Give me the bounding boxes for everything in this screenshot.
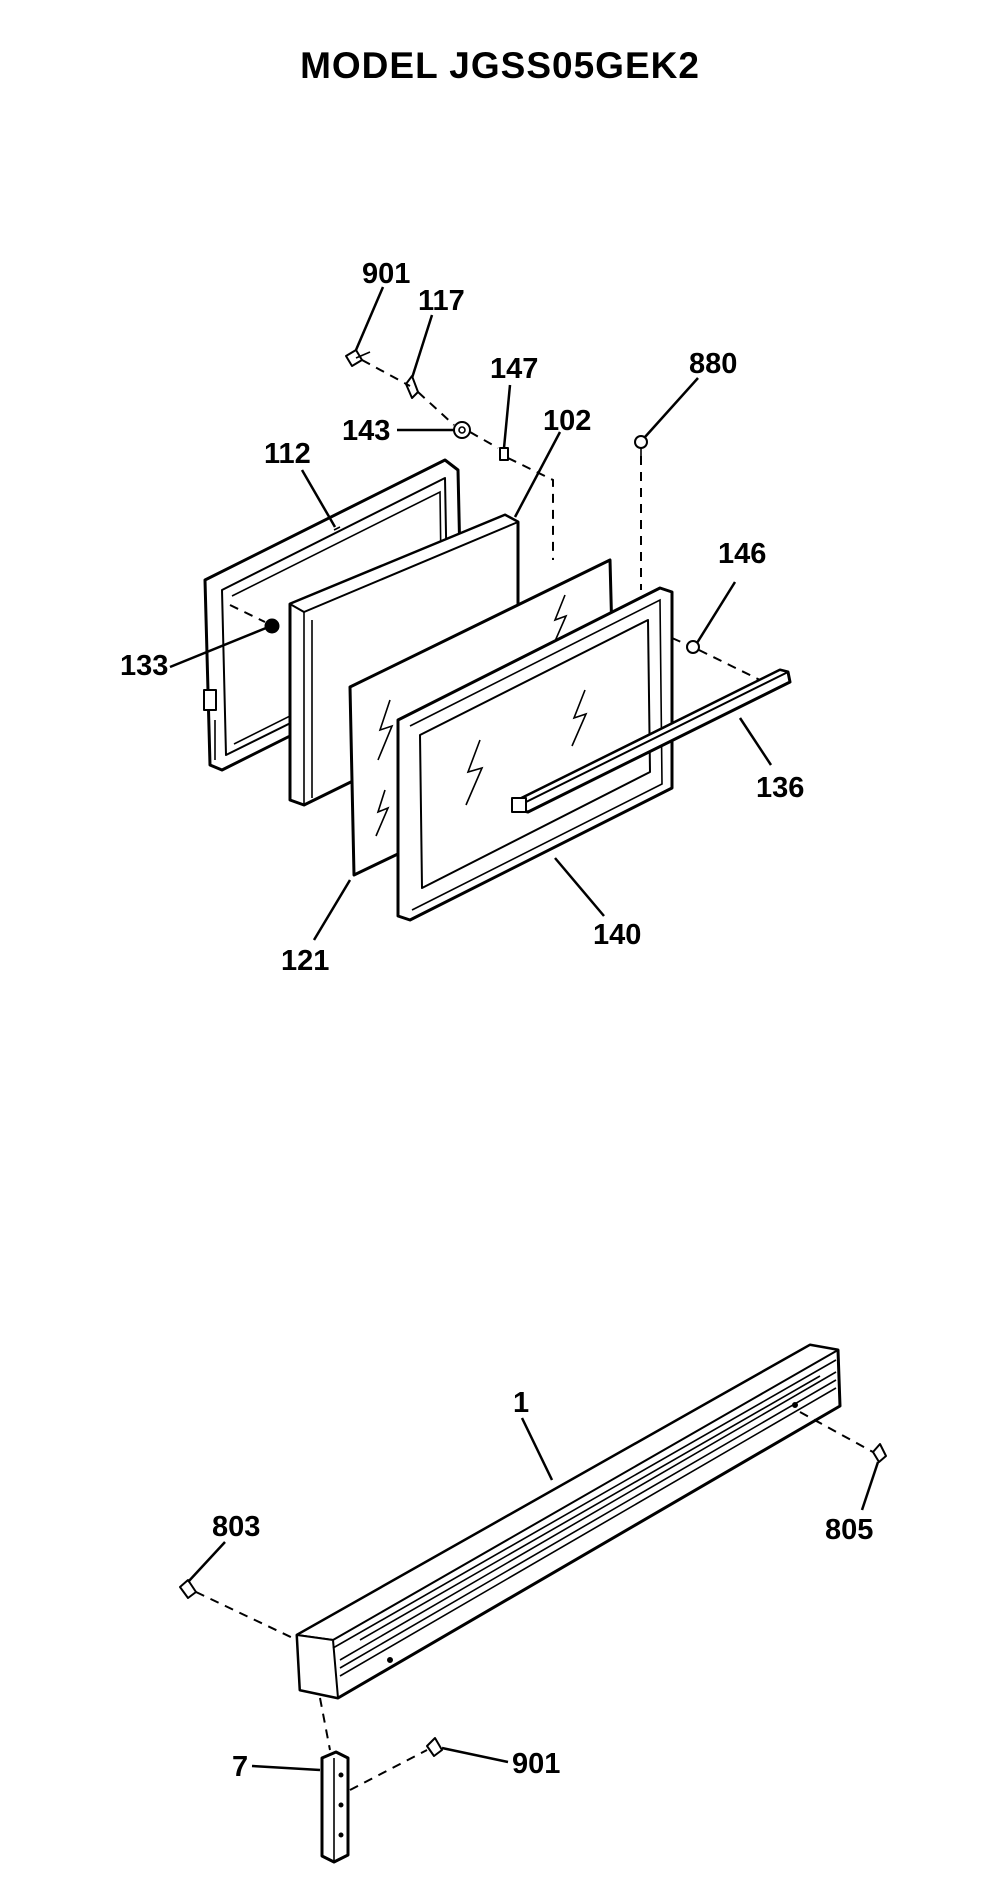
callout-143: 143 [342,415,390,447]
part-140-door-frame [396,586,674,922]
hardware-screw-901-top [345,349,371,367]
hardware-screw-805 [872,1443,887,1463]
callout-121: 121 [281,945,329,977]
part-1-trim-bar [295,1343,842,1700]
hardware-146 [686,640,700,654]
callout-803: 803 [212,1511,260,1543]
callout-901-bottom: 901 [512,1748,560,1780]
trim-assembly [179,1343,887,1864]
hardware-screw-901-bottom [426,1737,443,1757]
callout-112: 112 [264,438,311,470]
callout-136: 136 [756,772,804,804]
callout-7: 7 [232,1751,248,1783]
hardware-147 [499,447,509,461]
part-7-bracket [320,1750,350,1864]
hardware-143 [453,421,471,439]
part-136-door-handle [511,668,792,814]
callout-102: 102 [543,405,591,437]
callout-146: 146 [718,538,766,570]
callout-880: 880 [689,348,737,380]
callout-1: 1 [513,1387,529,1419]
callout-133: 133 [120,650,168,682]
callout-805: 805 [825,1514,873,1546]
callout-147: 147 [490,353,538,385]
page-title: MODEL JGSS05GEK2 [300,45,700,86]
callout-901-top: 901 [362,258,410,290]
door-leader-lines [169,286,773,941]
hardware-clip-117 [405,375,419,399]
trim-leader-lines [187,1417,880,1772]
callout-140: 140 [593,919,641,951]
callout-117: 117 [418,285,465,317]
hardware-screw-880 [634,435,648,456]
hardware-screw-803 [179,1579,197,1599]
hardware-133 [264,618,280,634]
door-assembly [203,349,792,922]
